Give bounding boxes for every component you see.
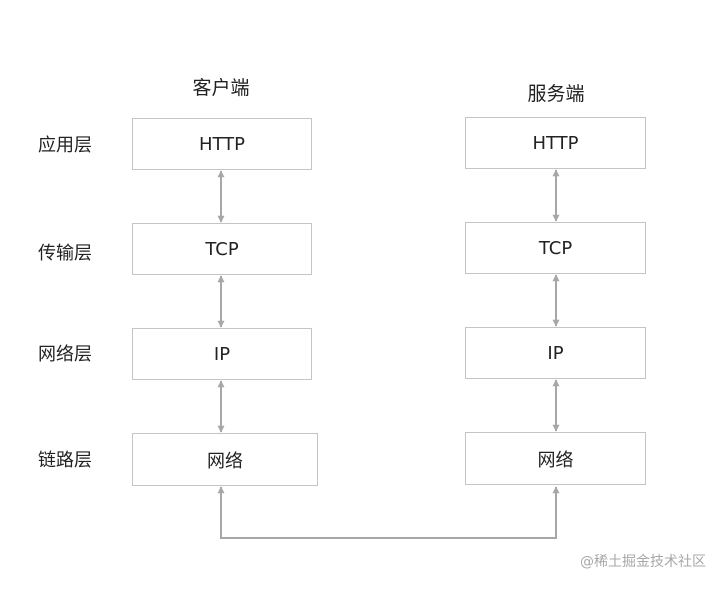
server-box-link: 网络	[465, 432, 646, 485]
client-box-application-text: HTTP	[198, 133, 246, 155]
client-box-network: IP	[132, 328, 312, 380]
client-box-link-text: 网络	[207, 450, 243, 472]
layer-label-link: 链路层	[38, 450, 92, 471]
client-box-network-text: IP	[213, 343, 231, 365]
server-box-link-text: 网络	[537, 449, 574, 471]
client-box-transport-text: TCP	[205, 238, 239, 260]
server-box-application-text: HTTP	[532, 132, 579, 154]
layer-label-transport: 传输层	[38, 243, 92, 264]
client-box-link: 网络	[132, 433, 318, 486]
client-box-transport: TCP	[132, 223, 312, 275]
server-box-transport: TCP	[465, 222, 646, 274]
layer-label-network: 网络层	[38, 344, 92, 365]
server-box-application: HTTP	[465, 117, 646, 169]
layer-label-application: 应用层	[38, 135, 92, 156]
client-column-title: 客户端	[192, 77, 250, 99]
server-box-network-text: IP	[547, 342, 564, 364]
server-box-network: IP	[465, 327, 646, 379]
server-column-title: 服务端	[527, 83, 585, 105]
client-box-application: HTTP	[132, 118, 312, 170]
watermark: @稀土掘金技术社区	[580, 554, 706, 570]
server-box-transport-text: TCP	[538, 237, 573, 259]
